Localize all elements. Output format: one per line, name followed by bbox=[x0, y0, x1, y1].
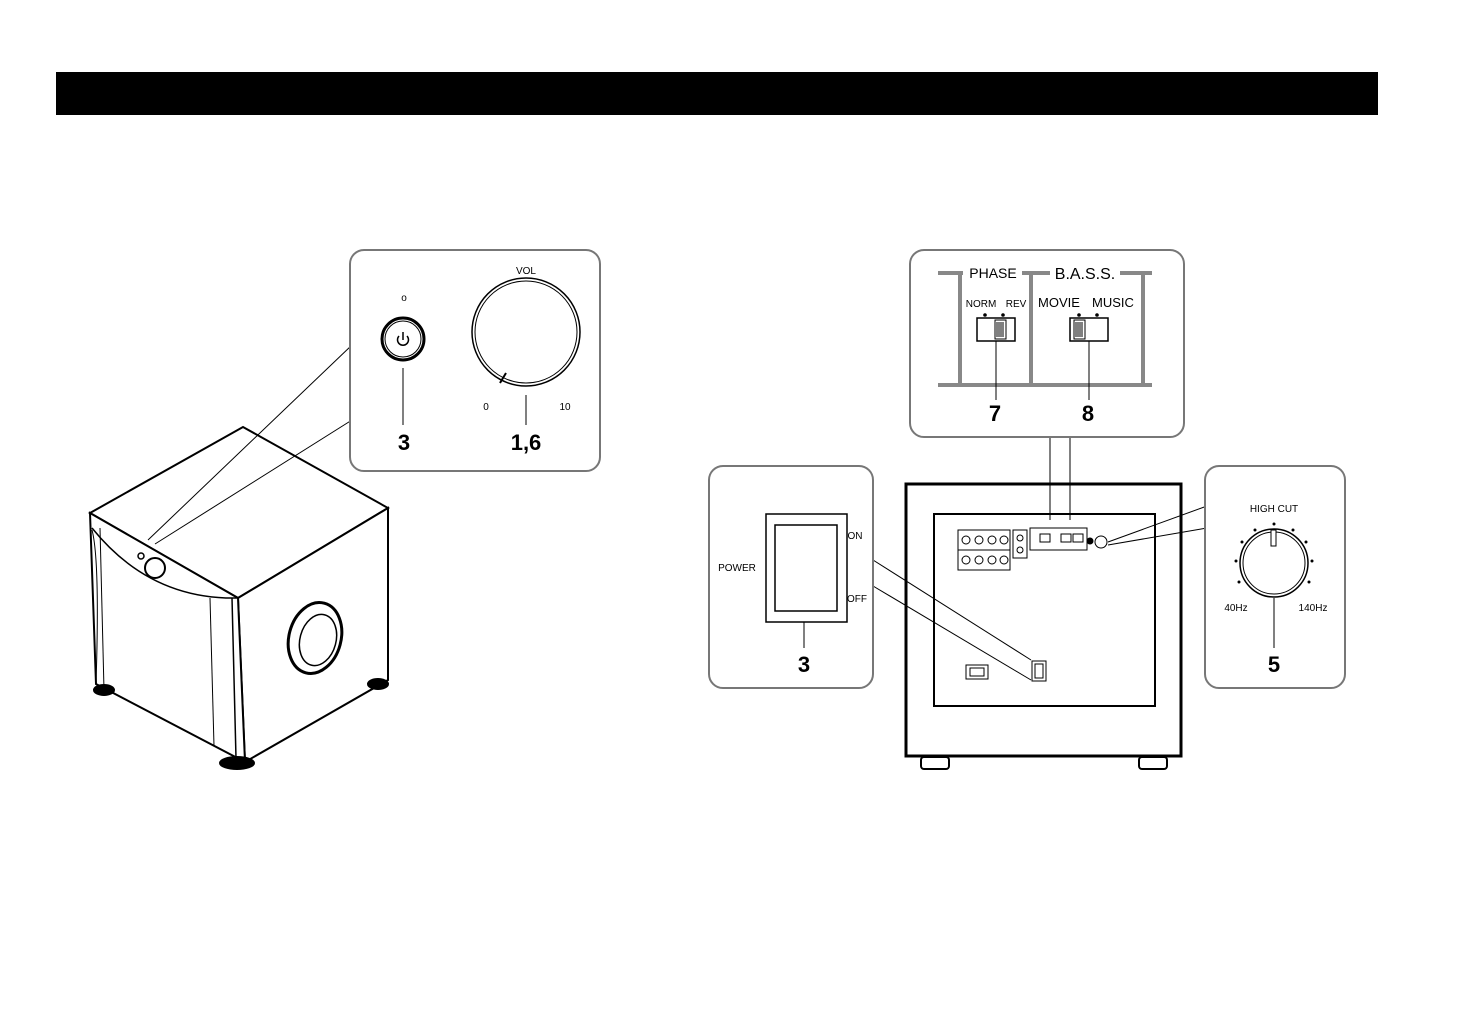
volume-knob[interactable] bbox=[472, 278, 580, 386]
subwoofer-rear-view bbox=[873, 436, 1207, 769]
power-switch-callout: POWER ON OFF 3 bbox=[709, 466, 873, 688]
highcut-max-label: 140Hz bbox=[1299, 603, 1328, 614]
phase-reverse-label: REV bbox=[1006, 299, 1027, 310]
volume-callout-number: 1,6 bbox=[511, 430, 542, 455]
off-label: OFF bbox=[847, 594, 867, 605]
highcut-pointer bbox=[1271, 530, 1276, 546]
power-callout-number: 3 bbox=[398, 430, 410, 455]
phase-switch[interactable] bbox=[977, 318, 1015, 341]
on-label: ON bbox=[848, 531, 863, 542]
highcut-callout: HIGH CUT 40Hz 140Hz 5 bbox=[1205, 466, 1345, 688]
power-switch-callout-number: 3 bbox=[798, 652, 810, 677]
volume-label: VOL bbox=[516, 266, 536, 277]
subwoofer-front-view bbox=[90, 345, 388, 769]
highcut-callout-number: 5 bbox=[1268, 652, 1280, 677]
volume-min-label: 0 bbox=[483, 402, 489, 413]
switch-callout: PHASE B.A.S.S. NORM REV MOVIE MUSIC 7 bbox=[910, 250, 1184, 437]
bass-label: B.A.S.S. bbox=[1055, 266, 1115, 283]
bass-callout-number: 8 bbox=[1082, 401, 1094, 426]
bass-switch[interactable] bbox=[1070, 318, 1108, 341]
phase-label: PHASE bbox=[969, 265, 1016, 281]
highcut-label: HIGH CUT bbox=[1250, 504, 1298, 515]
phase-callout-number: 7 bbox=[989, 401, 1001, 426]
power-indicator: o bbox=[401, 293, 407, 304]
volume-max-label: 10 bbox=[559, 402, 571, 413]
power-rocker-switch[interactable] bbox=[766, 514, 847, 622]
bass-music-label: MUSIC bbox=[1092, 295, 1134, 310]
power-label: POWER bbox=[718, 563, 756, 574]
front-panel-callout: o 3 VOL 0 10 1,6 bbox=[350, 250, 600, 471]
phase-normal-label: NORM bbox=[966, 299, 997, 310]
bass-movie-label: MOVIE bbox=[1038, 295, 1080, 310]
highcut-min-label: 40Hz bbox=[1224, 603, 1247, 614]
